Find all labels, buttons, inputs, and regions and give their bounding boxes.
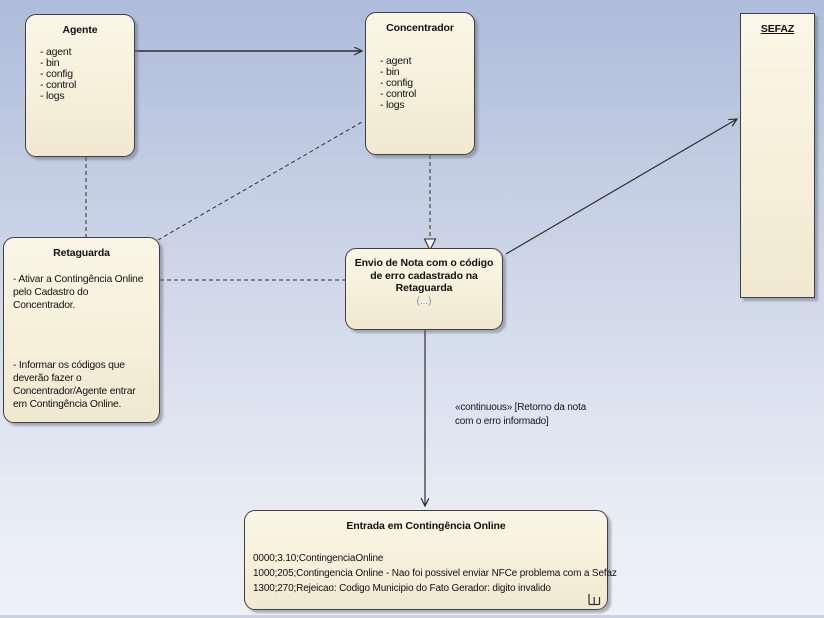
- node-envio-ellipsis: (...): [416, 295, 432, 307]
- attribute-item: - logs: [40, 90, 65, 102]
- code-line: 1000;205;Contingencia Online - Nao foi p…: [253, 568, 617, 579]
- node-entrada-title: Entrada em Contingência Online: [346, 520, 506, 532]
- code-line: 1300;270;Rejeicao: Codigo Municipio do F…: [253, 583, 551, 594]
- attribute-item: - bin: [40, 57, 60, 69]
- node-sefaz[interactable]: SEFAZ: [740, 13, 815, 298]
- code-line: 0000;3.10;ContingenciaOnline: [253, 553, 384, 564]
- edge-envio-sefaz[interactable]: [505, 119, 737, 255]
- node-envio-title: Envio de Nota com o código de erro cadas…: [354, 257, 494, 294]
- node-concentrador-title: Concentrador: [386, 22, 454, 34]
- node-retaguarda-paragraph2: - Informar os códigos que deverão fazer …: [13, 360, 136, 410]
- attribute-item: - agent: [380, 55, 412, 67]
- realization-arrowhead: [423, 238, 437, 252]
- node-agente-attributes: - agent - bin - config - control - logs: [26, 47, 134, 102]
- node-concentrador-attributes: - agent - bin - config - control - logs: [366, 56, 474, 111]
- attribute-item: - bin: [380, 66, 400, 78]
- node-entrada[interactable]: Entrada em Contingência Online 0000;3.10…: [244, 510, 617, 610]
- node-envio[interactable]: Envio de Nota com o código de erro cadas…: [345, 248, 503, 330]
- node-concentrador[interactable]: Concentrador - agent - bin - config - co…: [365, 12, 475, 155]
- edge-envio-entrada-label: «continuous» [Retorno da nota com o erro…: [455, 402, 586, 427]
- attribute-item: - logs: [380, 99, 405, 111]
- node-retaguarda-title: Retaguarda: [53, 247, 110, 259]
- node-agente[interactable]: Agente - agent - bin - config - control …: [25, 14, 135, 157]
- node-sefaz-title: SEFAZ: [760, 23, 795, 35]
- node-retaguarda-paragraph1: - Ativar a Contingência Online pelo Cada…: [13, 274, 144, 311]
- node-entrada-codes: 0000;3.10;ContingenciaOnline 1000;205;Co…: [245, 551, 617, 596]
- attribute-item: - config: [40, 68, 73, 80]
- attribute-item: - control: [40, 79, 77, 91]
- node-agente-title: Agente: [62, 24, 98, 36]
- attribute-item: - agent: [40, 46, 72, 58]
- composite-rake-icon: [588, 594, 601, 606]
- node-retaguarda[interactable]: Retaguarda - Ativar a Contingência Onlin…: [3, 237, 160, 423]
- attribute-item: - config: [380, 77, 413, 89]
- attribute-item: - control: [380, 88, 417, 100]
- edge-retaguarda-concentrador[interactable]: [157, 121, 363, 241]
